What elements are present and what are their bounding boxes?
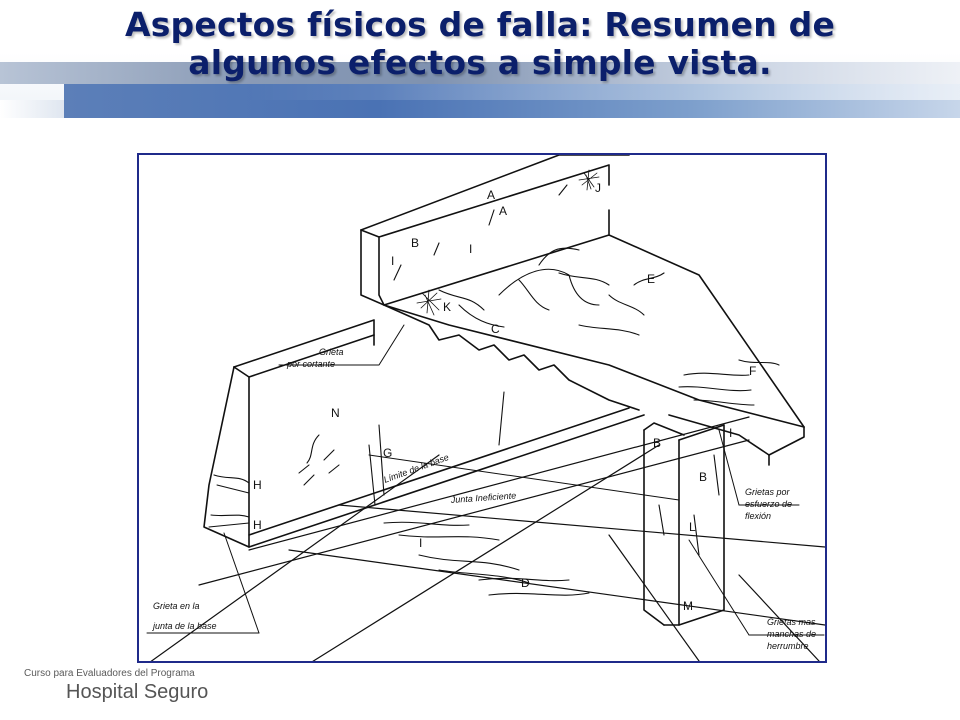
label-b-slab: B [411,236,419,250]
label-n: N [331,406,340,420]
annotation-grieta-cortante-2: por cortante [286,359,335,369]
label-c: C [491,322,500,336]
footer-course-text: Curso para Evaluadores del Programa [24,668,195,679]
annotation-grietas-flexion-1: Grietas por [745,487,791,497]
label-i-slab: I [469,242,472,256]
structural-failure-diagram: A A B C D E F G H H I I I I J K L M N B … [146,155,825,661]
diagram-annotations: Grieta por cortante Límite de la base Ju… [152,347,816,651]
label-a-slab: A [499,204,507,218]
annotation-grieta-junta-2: junta de la base [152,621,217,631]
annotation-grietas-herrumbre-3: herrumbre [767,641,809,651]
slab-beam [360,155,805,466]
label-b-column-right: B [699,470,707,484]
column [643,422,725,626]
annotation-grietas-herrumbre-2: manchas de [767,629,816,639]
label-i-column: I [729,426,732,440]
annotation-junta-ineficiente: Junta Ineficiente [449,490,516,505]
label-m: M [683,599,693,613]
diagram-frame: A A B C D E F G H H I I I I J K L M N B … [137,153,827,663]
slide-title: Aspectos físicos de falla: Resumen de al… [40,6,920,82]
annotation-grieta-cortante-1: Grieta [319,347,344,357]
header-stripe-gray [0,62,960,84]
footer-program-text: Hospital Seguro [66,681,209,703]
slide-title-line2: algunos efectos a simple vista. [188,43,772,82]
label-i-ground: I [419,536,422,550]
label-b-column-left: B [653,436,661,450]
footer-branding: Curso para Evaluadores del Programa Hosp… [24,668,208,704]
annotation-grieta-junta-1: Grieta en la [153,601,200,611]
header-stripe-left [0,100,64,118]
label-i-wall: I [391,254,394,268]
label-k: K [443,300,451,314]
label-f: F [749,364,756,378]
spall-patches [416,169,600,316]
leader-lines [146,324,825,636]
label-h-upper: H [253,478,262,492]
annotation-grietas-herrumbre-1: Grietas mas [767,617,816,627]
annotation-grietas-flexion-2: esfuerzo de [745,499,792,509]
annotation-grietas-flexion-3: flexión [745,511,771,521]
header-band [0,0,960,118]
label-l: L [689,520,696,534]
diagram-letter-labels: A A B C D E F G H H I I I I J K L M N B … [253,181,756,613]
header-stripe-highlight [248,84,960,100]
label-j: J [595,181,601,195]
ground-grid [150,416,825,661]
label-e: E [647,272,655,286]
label-d: D [521,576,530,590]
label-a-top: A [487,188,495,202]
label-h-lower: H [253,518,262,532]
cracks [210,184,780,596]
slide-title-line1: Aspectos físicos de falla: Resumen de [124,5,836,44]
label-g: G [383,446,392,460]
retaining-wall [203,319,645,548]
